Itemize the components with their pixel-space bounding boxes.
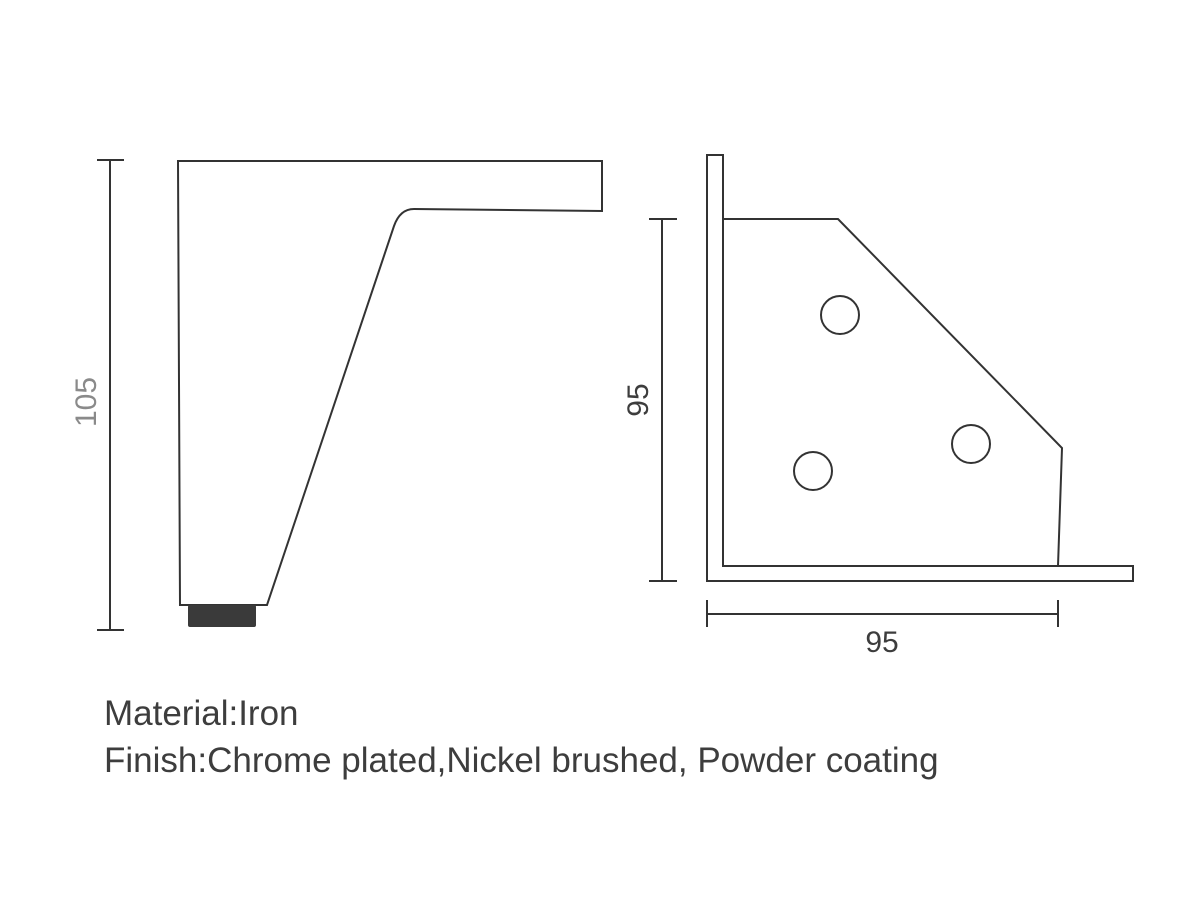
specifications: Material:Iron Finish:Chrome plated,Nicke…: [104, 690, 939, 784]
leg-side-view: 105: [70, 159, 603, 631]
mounting-plate: [723, 218, 1064, 567]
bracket-top-view: 95 95: [622, 154, 1134, 659]
bracket-width-dimension-line: [706, 600, 1059, 627]
finish-spec: Finish:Chrome plated,Nickel brushed, Pow…: [104, 741, 939, 780]
leg-height-label: 105: [70, 377, 103, 427]
leg-outline: [176, 160, 603, 606]
screw-hole: [793, 451, 833, 491]
foot-pad: [188, 605, 256, 627]
material-spec: Material:Iron: [104, 694, 299, 733]
bracket-height-label: 95: [622, 383, 655, 416]
bracket-height-dimension-line: [649, 218, 677, 582]
leg-height-dimension-line: [97, 159, 124, 631]
bracket-width-label: 95: [865, 626, 898, 659]
screw-hole: [951, 424, 991, 464]
bracket-frame: [706, 154, 1134, 582]
screw-hole: [820, 295, 860, 335]
